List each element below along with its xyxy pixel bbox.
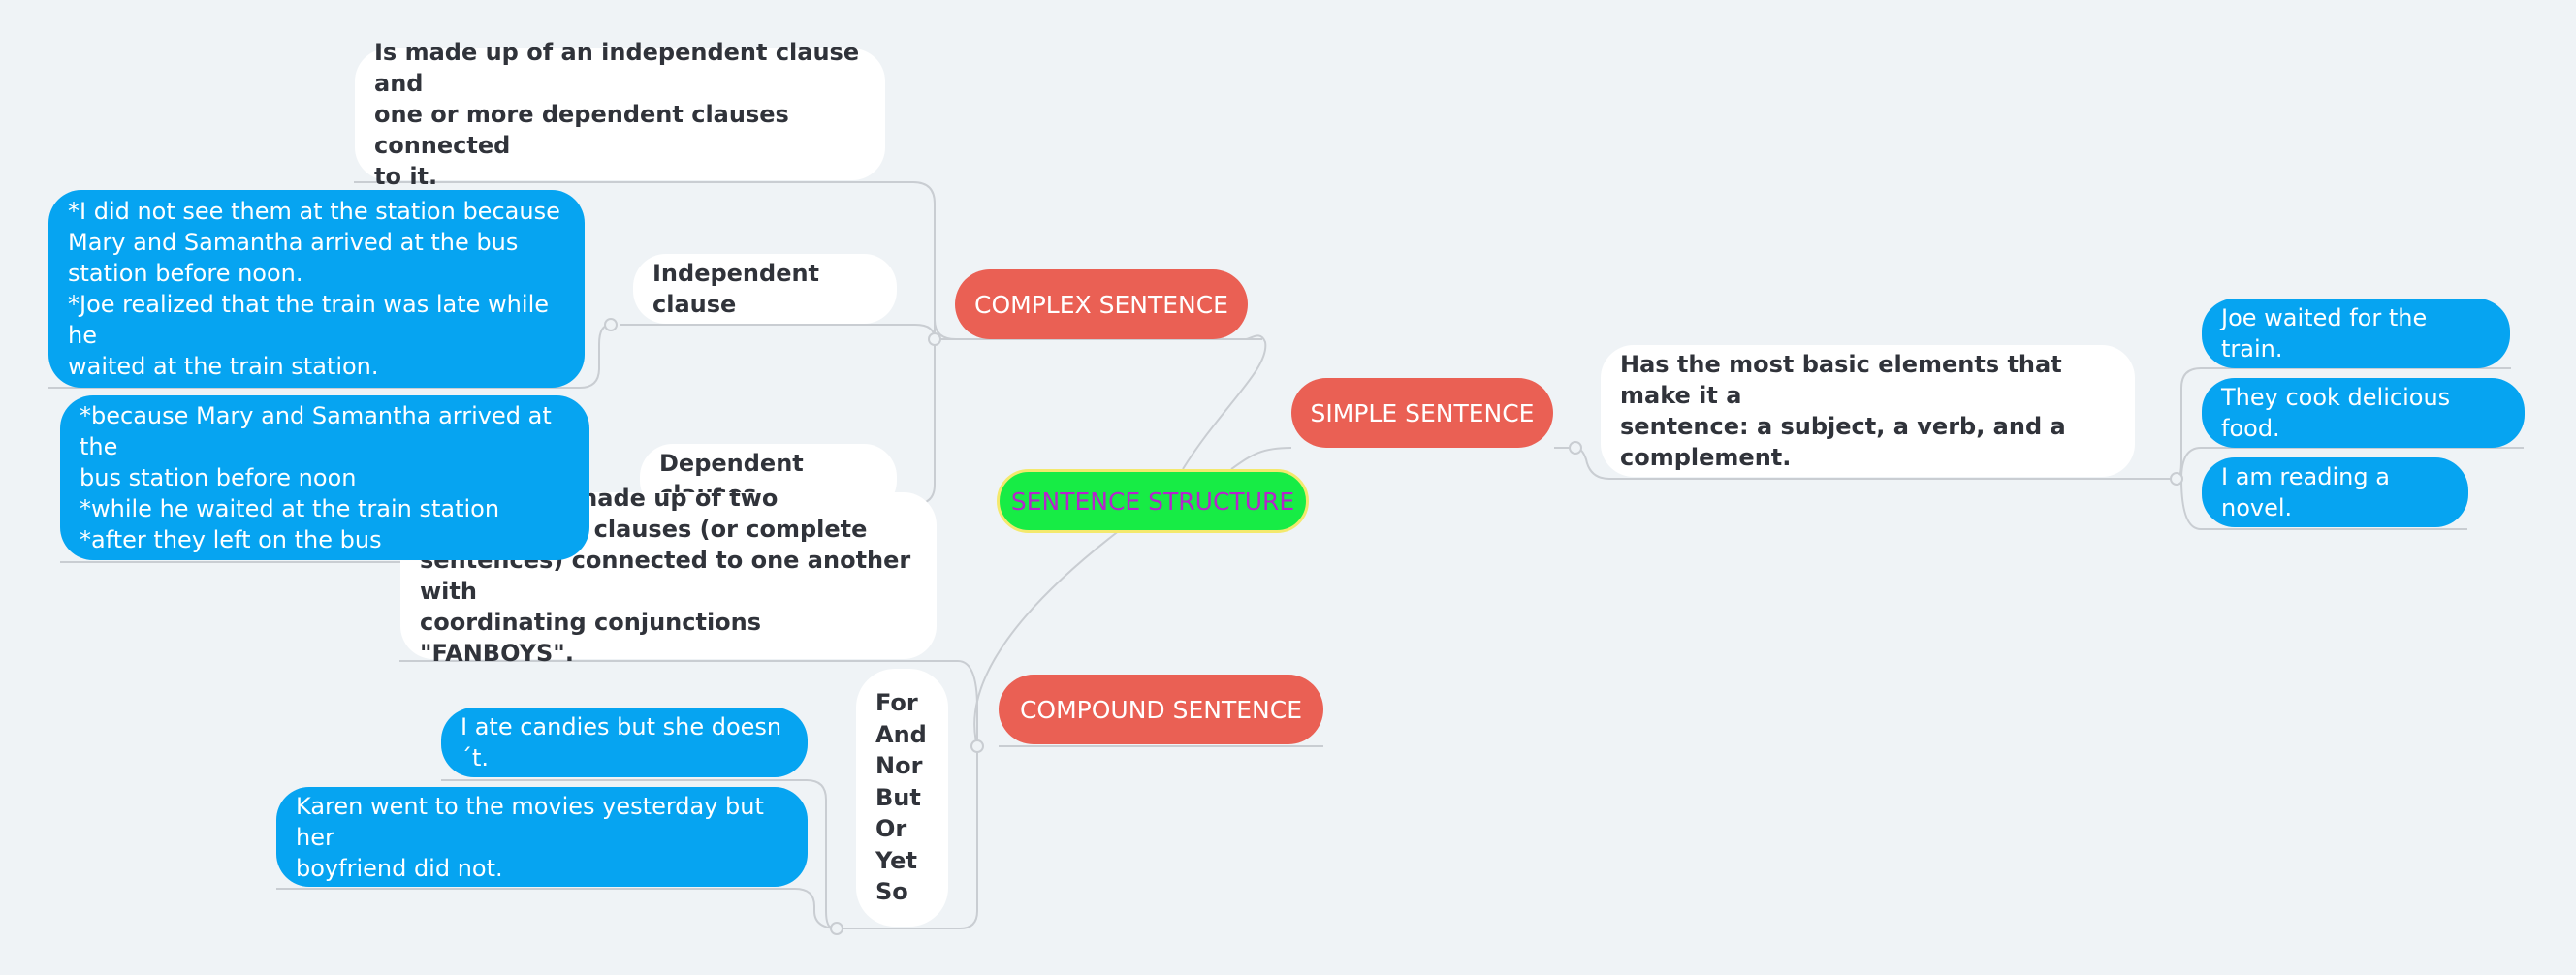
complex-definition-node[interactable]: Is made up of an independent clause and … [355,39,885,190]
simple-definition-node[interactable]: Has the most basic elements that make it… [1601,345,2135,477]
simple-sentence-node[interactable]: SIMPLE SENTENCE [1291,378,1553,448]
compound-example-1[interactable]: I ate candies but she doesn´t. [441,708,808,777]
compound-sentence-node[interactable]: COMPOUND SENTENCE [999,675,1323,744]
complex-sentence-node[interactable]: COMPLEX SENTENCE [955,269,1248,339]
dependent-clauses-examples[interactable]: *because Mary and Samantha arrived at th… [60,395,589,560]
compound-example-2[interactable]: Karen went to the movies yesterday but h… [276,787,808,887]
simple-example-3[interactable]: I am reading a novel. [2202,457,2468,527]
fanboys-node[interactable]: For And Nor But Or Yet So [856,669,948,927]
simple-example-1[interactable]: Joe waited for the train. [2202,299,2510,368]
simple-example-2[interactable]: They cook delicious food. [2202,378,2525,448]
independent-clause-examples[interactable]: *I did not see them at the station becau… [48,190,585,388]
independent-clause-node[interactable]: Independent clause [633,254,897,324]
root-topic[interactable]: SENTENCE STRUCTURE [997,469,1309,533]
